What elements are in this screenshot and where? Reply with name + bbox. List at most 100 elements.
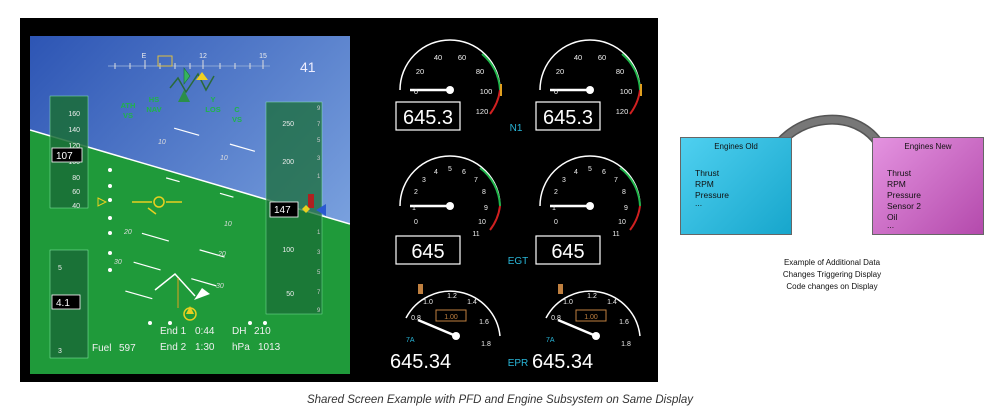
- diagram-note: Example of Additional Data Changes Trigg…: [762, 257, 902, 293]
- altitude-bug: [308, 194, 314, 208]
- n1-right-tick-80: 80: [616, 67, 624, 76]
- alt-minor-0: 9: [317, 106, 321, 112]
- n1-right-tick-40: 40: [574, 53, 582, 62]
- epr-left-tick-1.6: 1.6: [479, 319, 489, 326]
- vs-tick-5: 5: [58, 265, 62, 272]
- pitch-label-10b: 10: [220, 155, 228, 162]
- heading-tick-e: E: [142, 53, 147, 60]
- n1-left-tick-120: 120: [476, 107, 489, 116]
- dh-value: 210: [254, 326, 271, 337]
- vs-readout-box: [51, 294, 81, 310]
- vs-readout: 4.1: [56, 298, 70, 309]
- hpa-value: 1013: [258, 342, 281, 353]
- egt-right-tick-3: 3: [562, 177, 566, 184]
- heading-triangle: [196, 72, 208, 80]
- dh-label: DH: [232, 326, 246, 337]
- fd-course-path: [169, 72, 215, 94]
- epr-right-tick-1.6: 1.6: [619, 319, 629, 326]
- egt-gauge-right: [539, 155, 641, 231]
- egt-right-tick-10: 10: [618, 219, 626, 226]
- epr-left-readout: 645.34: [390, 351, 451, 373]
- egt-left-tick-1: 1: [412, 205, 416, 212]
- epr-right-tick-1.4: 1.4: [607, 299, 617, 306]
- fma-col1-top: ATH: [121, 101, 136, 110]
- vs-tick-3: 3: [58, 348, 62, 355]
- egt-left-readout: 645: [411, 241, 444, 263]
- egt-right-tick-8: 8: [622, 189, 626, 196]
- display-svg: E 12 15 41 ATH VS HS NAV Y LOS C VS: [30, 36, 642, 374]
- alt-minor-6: 3: [317, 250, 321, 256]
- engines-old-title: Engines Old: [714, 142, 758, 151]
- n1-right-readout: 645.3: [543, 107, 593, 129]
- aircraft-symbol: [132, 196, 182, 215]
- engines-new-item: Pressure: [887, 190, 922, 200]
- n1-right-tick-60: 60: [598, 53, 606, 62]
- egt-right-tick-4: 4: [574, 169, 578, 176]
- epr-right-tick-1.2: 1.2: [587, 293, 597, 300]
- epr-left-tick-0.8: 0.8: [411, 315, 421, 322]
- n1-left-tick-100: 100: [480, 87, 493, 96]
- alt-minor-5: 1: [317, 230, 321, 236]
- glideslope-pointer: [186, 306, 194, 314]
- heading-tick-12: 12: [199, 53, 207, 60]
- n1-right-tick-20: 20: [556, 67, 564, 76]
- egt-right-readout: 645: [551, 241, 584, 263]
- engines-new-item: Oil: [887, 212, 898, 222]
- epr-right-readout: 645.34: [532, 351, 593, 373]
- fma-col3-top: Y: [210, 95, 215, 104]
- speed-tick-40: 40: [72, 203, 80, 210]
- epr-left-tick-1.0: 1.0: [423, 299, 433, 306]
- egt-right-tick-6: 6: [602, 169, 606, 176]
- engines-new-item: RPM: [887, 179, 906, 189]
- end1-label: End 1: [160, 326, 187, 337]
- speed-readout: 107: [56, 151, 73, 162]
- epr-right-tick-1.0: 1.0: [563, 299, 573, 306]
- pitch-label-30a: 30: [114, 259, 122, 266]
- epr-left-tick-1.2: 1.2: [447, 293, 457, 300]
- alt-minor-2: 5: [317, 138, 321, 144]
- engines-old-box: Engines Old Thrust RPM Pressure ...: [680, 137, 792, 235]
- fuel-label: Fuel: [92, 343, 111, 354]
- n1-left-tick-40: 40: [434, 53, 442, 62]
- fma-col4-top: C: [234, 105, 240, 114]
- shared-display: E 12 15 41 ATH VS HS NAV Y LOS C VS: [20, 18, 658, 382]
- fma-col2-top: HS: [149, 95, 159, 104]
- egt-right-readout-box: [535, 235, 601, 265]
- engines-old-item: Thrust: [695, 168, 720, 178]
- alt-tick-250: 250: [282, 121, 294, 128]
- altitude-selector: [316, 204, 326, 216]
- note-line: Changes Triggering Display: [782, 270, 882, 279]
- altitude-readout: 147: [274, 205, 291, 216]
- fma-col3-bottom: LOS: [205, 105, 220, 114]
- epr-right-tick-1.8: 1.8: [621, 341, 631, 348]
- egt-left-tick-7: 7: [474, 177, 478, 184]
- course-marker: [178, 90, 190, 102]
- alt-minor-4: 1: [317, 174, 321, 180]
- engines-old-item: ...: [695, 198, 703, 208]
- altitude-marker: [302, 205, 310, 213]
- note-line: Code changes on Display: [786, 282, 878, 291]
- egt-left-tick-4: 4: [434, 169, 438, 176]
- egt-right-tick-2: 2: [554, 189, 558, 196]
- n1-left-tick-80: 80: [476, 67, 484, 76]
- alt-minor-3: 3: [317, 156, 321, 162]
- epr-label: EPR: [508, 358, 529, 369]
- epr-left-ref: 1.00: [444, 314, 458, 321]
- egt-left-tick-6: 6: [462, 169, 466, 176]
- epr-gauge-right: [545, 284, 641, 340]
- bank-pointer: [194, 288, 210, 300]
- egt-right-tick-1: 1: [552, 205, 556, 212]
- altitude-readout-box: [269, 201, 299, 218]
- pfd: E 12 15 41 ATH VS HS NAV Y LOS C VS: [30, 36, 350, 374]
- n1-gauge-right: [539, 39, 642, 115]
- fma-col4-bottom: VS: [232, 115, 242, 124]
- egt-left-tick-0: 0: [414, 219, 418, 226]
- egt-left-tick-5: 5: [448, 166, 452, 173]
- alt-tick-50: 50: [286, 291, 294, 298]
- egt-left-readout-box: [395, 235, 461, 265]
- n1-right-tick-100: 100: [620, 87, 633, 96]
- n1-left-tick-0: 0: [414, 87, 418, 96]
- engines-new-item: Thrust: [887, 168, 912, 178]
- speed-tick-120: 120: [68, 143, 80, 150]
- alt-minor-1: 7: [317, 122, 321, 128]
